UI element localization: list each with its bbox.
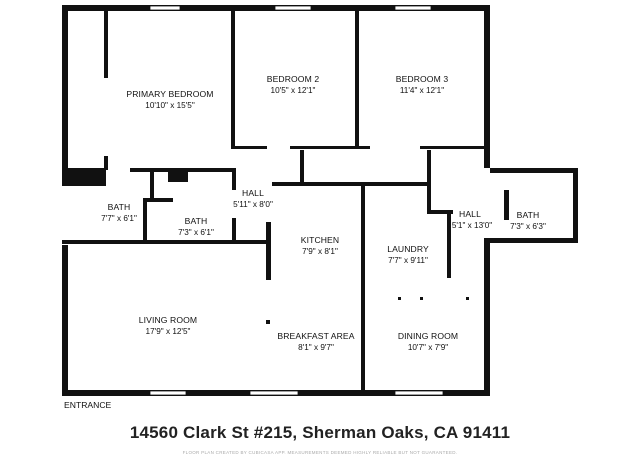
address-caption: 14560 Clark St #215, Sherman Oaks, CA 91… (129, 423, 511, 442)
room-dims-hall-left: 5'11" x 8'0" (233, 200, 273, 209)
door-mark (266, 320, 270, 324)
wall-bath-row-divider2 (143, 200, 147, 242)
wall-left-upper (62, 5, 68, 175)
window-breakfast-bottom (249, 390, 299, 396)
room-dims-dining-room: 10'7" x 7'9" (408, 343, 448, 352)
wall-bath-small (168, 170, 188, 182)
room-dims-bath-left: 7'7" x 6'1" (101, 214, 137, 223)
room-dims-breakfast-area: 8'1" x 9'7" (298, 343, 334, 352)
room-name-hall-right: HALL (459, 209, 481, 219)
room-name-laundry: LAUNDRY (387, 244, 429, 254)
room-name-kitchen: KITCHEN (301, 235, 339, 245)
room-name-primary-bedroom: PRIMARY BEDROOM (126, 89, 213, 99)
room-dims-kitchen: 7'9" x 8'1" (302, 247, 338, 256)
wall-bath-left (504, 190, 509, 220)
wall-bath-right (573, 168, 578, 242)
wall-hall-right-h (427, 210, 453, 214)
room-name-bedroom-2: BEDROOM 2 (267, 74, 320, 84)
wall-hall-right-v (427, 150, 431, 212)
room-dims-living-room: 17'9" x 12'5" (146, 327, 191, 336)
wall-closet (104, 11, 108, 78)
room-dims-bedroom-2: 10'5" x 12'1" (271, 86, 316, 95)
entrance-label: ENTRANCE (64, 400, 112, 410)
room-name-bath-right: BATH (517, 210, 540, 220)
windows (149, 5, 444, 396)
wall-corridor-top-c (420, 146, 490, 149)
wall-hall-right-v2 (447, 210, 451, 278)
window-primary-top (149, 5, 181, 11)
room-labels: PRIMARY BEDROOM 10'10" x 15'5" BEDROOM 2… (101, 74, 546, 352)
room-name-bath-left: BATH (108, 202, 131, 212)
room-name-hall-left: HALL (242, 188, 264, 198)
door-marks (266, 297, 469, 324)
room-name-breakfast-area: BREAKFAST AREA (277, 331, 354, 341)
wall-bath-top (490, 168, 578, 173)
floor-plan: PRIMARY BEDROOM 10'10" x 15'5" BEDROOM 2… (62, 5, 578, 410)
window-dining-bottom (394, 390, 444, 396)
wall-right-upper (484, 5, 490, 168)
room-name-living-room: LIVING ROOM (139, 315, 197, 325)
wall-kitchen-right (361, 184, 365, 390)
wall-closet-lower (104, 156, 108, 170)
wall-bed2-bed3 (355, 5, 359, 148)
room-dims-primary-bedroom: 10'10" x 15'5" (145, 101, 195, 110)
wall-bath-bottom (490, 238, 578, 243)
room-dims-hall-right: 5'1" x 13'0" (452, 221, 492, 230)
wall-bed1-bed2 (231, 5, 235, 148)
wall-bath-row-right (232, 168, 236, 190)
room-name-bath-middle: BATH (185, 216, 208, 226)
room-dims-bath-middle: 7'3" x 6'1" (178, 228, 214, 237)
wall-left-lower (62, 245, 68, 395)
wall-bath-row-right2 (232, 218, 236, 243)
window-bed2-top (274, 5, 312, 11)
wall-right-lower (484, 238, 490, 396)
door-mark (398, 297, 401, 300)
window-living-bottom (149, 390, 187, 396)
room-name-bedroom-3: BEDROOM 3 (396, 74, 449, 84)
wall-hall-right-top (360, 182, 430, 186)
wall-hall-center-h (272, 182, 362, 186)
wall-hall-center-v (300, 150, 304, 186)
wall-stub-living (229, 240, 269, 244)
door-mark (420, 297, 423, 300)
wall-kitchen-left (266, 222, 271, 280)
wall-corridor-top-a (231, 146, 267, 149)
wall-block-left (62, 168, 106, 186)
window-bed3-top (394, 5, 432, 11)
wall-corridor-top-b (290, 146, 370, 149)
wall-bath-row-bottom (62, 240, 267, 244)
room-dims-bedroom-3: 11'4" x 12'1" (400, 86, 444, 95)
room-name-dining-room: DINING ROOM (398, 331, 458, 341)
room-dims-bath-right: 7'3" x 6'3" (510, 222, 546, 231)
floor-plan-credit: FLOOR PLAN CREATED BY CUBICASA APP. MEAS… (182, 450, 458, 455)
room-dims-laundry: 7'7" x 9'11" (388, 256, 428, 265)
wall-bath-row-divider (150, 168, 154, 198)
wall-bath-middle-left (143, 198, 173, 202)
door-mark (466, 297, 469, 300)
